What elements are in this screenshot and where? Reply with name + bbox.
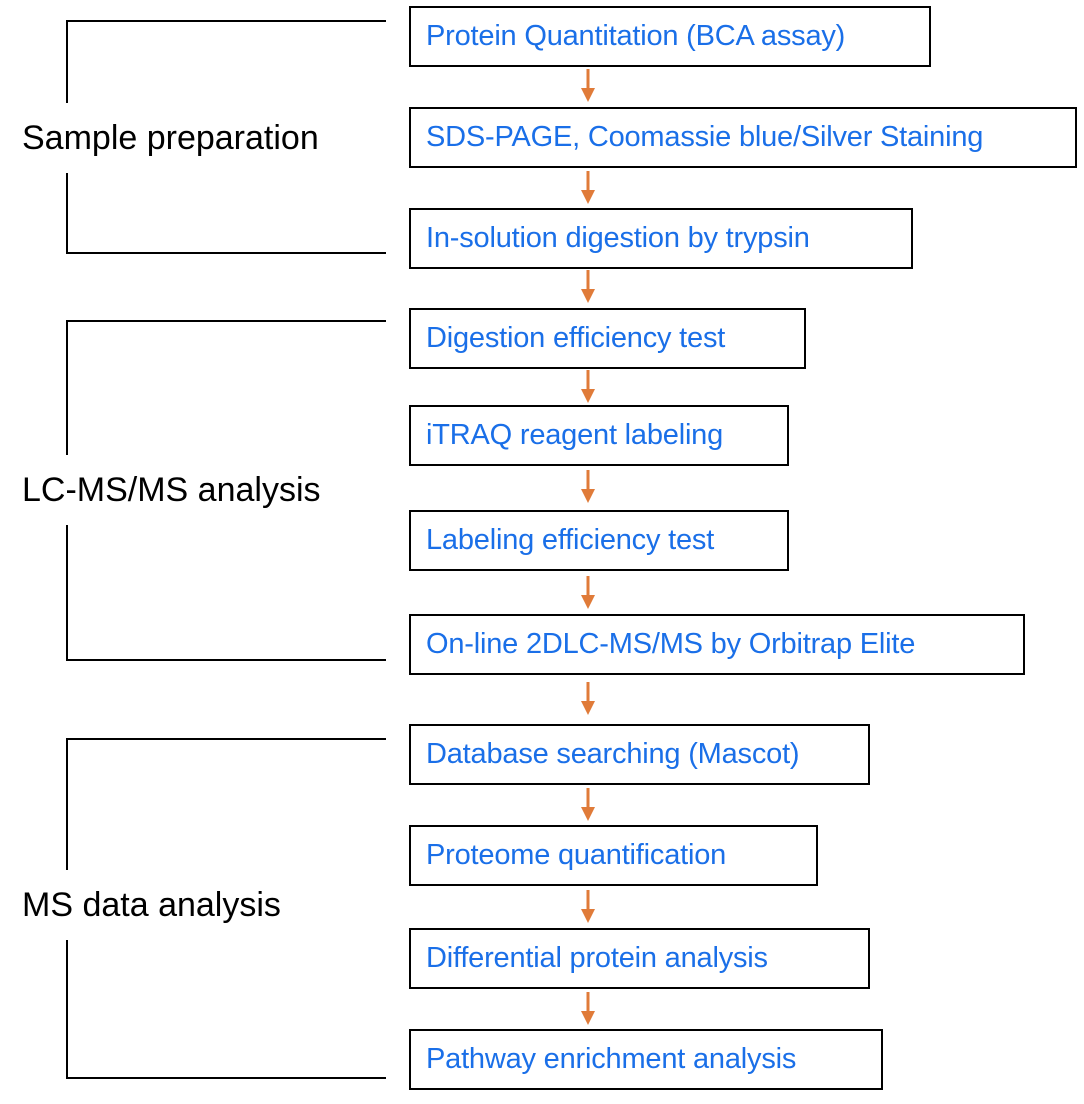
bracket-bottom-line bbox=[66, 252, 386, 254]
down-arrow-icon bbox=[581, 69, 595, 102]
bracket-top-line bbox=[66, 738, 386, 740]
step-database-searching: Database searching (Mascot) bbox=[409, 724, 870, 785]
bracket-bottom-line bbox=[66, 659, 386, 661]
down-arrow-icon bbox=[581, 370, 595, 403]
step-digestion-efficiency-test: Digestion efficiency test bbox=[409, 308, 806, 369]
step-sds-page: SDS-PAGE, Coomassie blue/Silver Staining bbox=[409, 107, 1077, 168]
group-label-ms-data-analysis: MS data analysis bbox=[16, 870, 287, 940]
group-label-sample-preparation: Sample preparation bbox=[16, 103, 325, 173]
step-in-solution-digestion: In-solution digestion by trypsin bbox=[409, 208, 913, 269]
group-label-lc-ms-ms-analysis: LC-MS/MS analysis bbox=[16, 455, 327, 525]
step-protein-quantitation: Protein Quantitation (BCA assay) bbox=[409, 6, 931, 67]
bracket-top-line bbox=[66, 320, 386, 322]
down-arrow-icon bbox=[581, 788, 595, 821]
step-itraq-reagent-labeling: iTRAQ reagent labeling bbox=[409, 405, 789, 466]
down-arrow-icon bbox=[581, 890, 595, 923]
bracket-top-line bbox=[66, 20, 386, 22]
step-differential-protein-analysis: Differential protein analysis bbox=[409, 928, 870, 989]
down-arrow-icon bbox=[581, 576, 595, 609]
step-proteome-quantification: Proteome quantification bbox=[409, 825, 818, 886]
bracket-bottom-line bbox=[66, 1077, 386, 1079]
step-online-2dlc-ms-ms: On-line 2DLC-MS/MS by Orbitrap Elite bbox=[409, 614, 1025, 675]
down-arrow-icon bbox=[581, 470, 595, 503]
step-pathway-enrichment-analysis: Pathway enrichment analysis bbox=[409, 1029, 883, 1090]
down-arrow-icon bbox=[581, 270, 595, 303]
down-arrow-icon bbox=[581, 992, 595, 1025]
down-arrow-icon bbox=[581, 682, 595, 715]
down-arrow-icon bbox=[581, 171, 595, 204]
step-labeling-efficiency-test: Labeling efficiency test bbox=[409, 510, 789, 571]
